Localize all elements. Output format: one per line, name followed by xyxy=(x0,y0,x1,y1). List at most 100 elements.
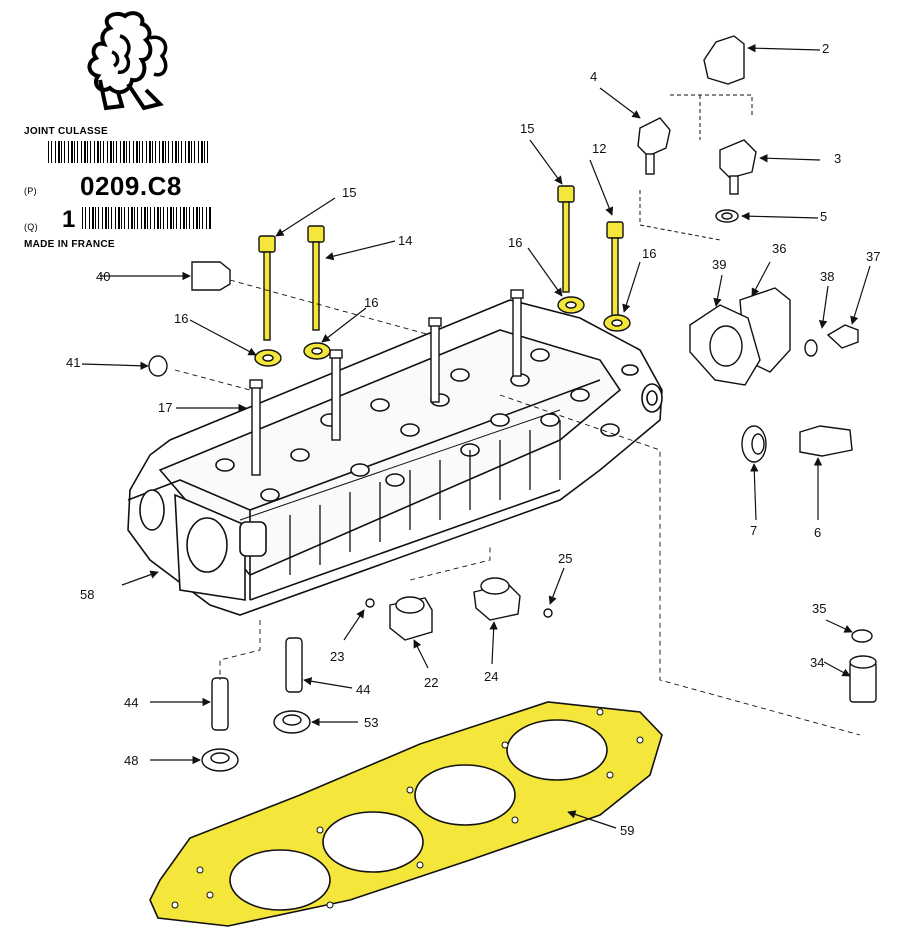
barcode-bar xyxy=(209,207,211,229)
barcode-bar xyxy=(128,207,129,229)
callout-59: 59 xyxy=(620,823,635,838)
barcode-bar xyxy=(168,141,169,163)
part-code: 0209.C8 xyxy=(80,171,182,201)
barcode-bar xyxy=(180,207,181,229)
callout-14: 14 xyxy=(398,233,413,248)
barcode-bar xyxy=(188,141,190,163)
barcode-bar xyxy=(107,141,108,163)
barcode-bar xyxy=(147,207,148,229)
barcode-bar xyxy=(196,207,198,229)
callout-36: 36 xyxy=(772,241,787,256)
barcode-bar xyxy=(150,207,151,229)
barcode-bar xyxy=(129,141,130,163)
callout-34: 34 xyxy=(810,655,825,670)
barcode-bar xyxy=(202,207,203,229)
callout-6: 6 xyxy=(814,525,822,540)
barcode-bar xyxy=(167,207,168,229)
barcode-bar xyxy=(71,141,73,163)
barcode-bar xyxy=(198,141,199,163)
callout-24: 24 xyxy=(484,669,499,684)
barcode-bar xyxy=(113,141,114,163)
callout-17: 17 xyxy=(158,400,173,415)
barcode-bar xyxy=(82,207,83,229)
leader-lines xyxy=(81,44,871,829)
barcode-bar xyxy=(159,141,160,163)
cylinder-head xyxy=(127,299,663,616)
barcode-bar xyxy=(160,207,161,229)
callout-48: 48 xyxy=(124,753,139,768)
barcode-bar xyxy=(185,141,186,163)
callout-12: 12 xyxy=(592,141,607,156)
barcode-bar xyxy=(123,141,125,163)
barcode-bar xyxy=(139,141,140,163)
barcode-bar xyxy=(137,207,138,229)
barcode-bar xyxy=(131,207,133,229)
p-prefix: (P) xyxy=(24,186,37,196)
barcode-bar xyxy=(136,141,138,163)
barcode-bar xyxy=(183,207,185,229)
barcode-bar xyxy=(172,141,173,163)
barcode-bar xyxy=(95,207,96,229)
barcode-bar xyxy=(116,141,117,163)
barcode-bar xyxy=(118,207,120,229)
barcode-bar xyxy=(149,141,151,163)
barcode-bar xyxy=(74,141,75,163)
callout-3: 3 xyxy=(834,151,842,166)
barcode-bar xyxy=(115,207,116,229)
barcode-bar xyxy=(175,141,177,163)
barcode-bar xyxy=(77,141,78,163)
barcode-bar xyxy=(162,141,164,163)
callout-23: 23 xyxy=(330,649,345,664)
barcode-bar xyxy=(85,207,86,229)
barcode-bar xyxy=(144,207,146,229)
barcode-bar xyxy=(55,141,56,163)
barcode-bar xyxy=(87,141,88,163)
barcode-bar xyxy=(98,207,99,229)
quantity: 1 xyxy=(62,206,76,233)
label-title: JOINT CULASSE xyxy=(24,126,108,137)
barcode-bar xyxy=(178,141,179,163)
callout-15: 15 xyxy=(520,121,535,136)
callout-5: 5 xyxy=(820,209,828,224)
barcode-bar xyxy=(120,141,121,163)
callout-7: 7 xyxy=(750,523,758,538)
callout-39: 39 xyxy=(712,257,727,272)
barcode-bar xyxy=(176,207,177,229)
barcode-icon xyxy=(48,141,208,163)
barcode-bar xyxy=(64,141,65,163)
barcode-bar xyxy=(165,141,166,163)
barcode-bar xyxy=(90,141,91,163)
barcode-bar xyxy=(110,141,112,163)
barcode-bar xyxy=(92,207,94,229)
callout-16: 16 xyxy=(508,235,523,250)
barcode-bar xyxy=(194,141,195,163)
callout-40: 40 xyxy=(96,269,111,284)
washers xyxy=(254,296,631,367)
barcode-bar xyxy=(163,207,164,229)
barcode-bar xyxy=(58,141,60,163)
barcode-bar xyxy=(173,207,174,229)
barcode-bar xyxy=(152,141,153,163)
sensors xyxy=(637,35,757,223)
barcode-bar xyxy=(94,141,95,163)
callout-53: 53 xyxy=(364,715,379,730)
barcode-bar xyxy=(48,141,49,163)
thermostat-housing xyxy=(689,287,859,386)
callout-35: 35 xyxy=(812,601,827,616)
barcode-bar xyxy=(61,141,62,163)
barcode-bar xyxy=(206,207,207,229)
lion-logo-icon xyxy=(87,11,168,111)
barcode-bar xyxy=(191,141,192,163)
barcode-bar xyxy=(201,141,203,163)
barcode-bar xyxy=(170,207,172,229)
barcode-bar xyxy=(124,207,125,229)
callout-4: 4 xyxy=(590,69,598,84)
barcode-bar xyxy=(121,207,122,229)
barcode-bar xyxy=(142,141,143,163)
callout-44: 44 xyxy=(124,695,139,710)
callout-16: 16 xyxy=(364,295,379,310)
plug-parts xyxy=(741,425,853,463)
callout-22: 22 xyxy=(424,675,439,690)
